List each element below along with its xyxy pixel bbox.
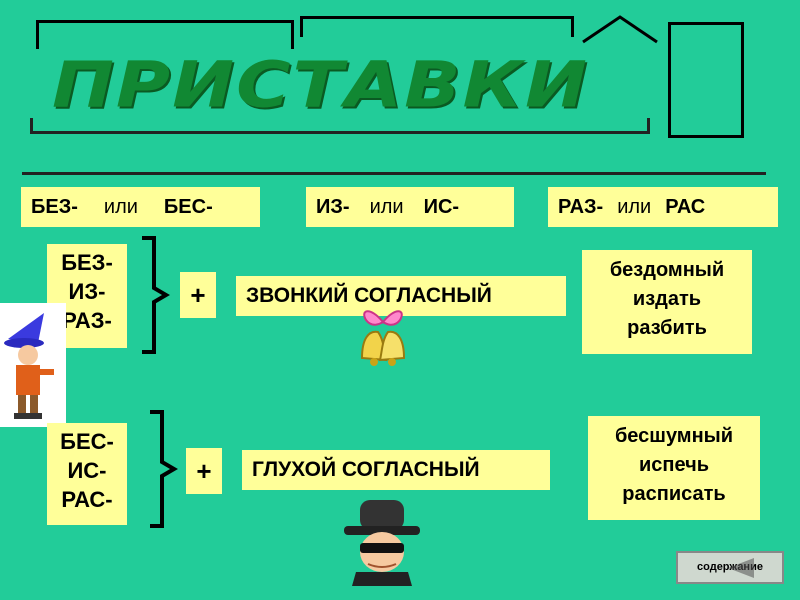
pair-or: или	[617, 195, 652, 218]
voiced-examples: бездомный издать разбить	[582, 250, 752, 354]
base-underline-end	[647, 118, 650, 134]
example-word: расписать	[622, 483, 726, 505]
divider-line	[22, 172, 766, 175]
prefix-item: РАС-	[61, 487, 113, 512]
plus-sign: +	[186, 448, 222, 494]
pair-iz-is: ИЗ- или ИС-	[306, 187, 514, 227]
example-word: разбить	[627, 317, 707, 339]
prefix-item: БЕЗ-	[61, 250, 113, 275]
pair-left: БЕЗ-	[31, 195, 78, 218]
example-word: бесшумный	[614, 425, 734, 447]
arrow-left-icon	[728, 558, 754, 578]
voiceless-consonant-label: ГЛУХОЙ СОГЛАСНЫЙ	[242, 450, 550, 490]
pair-right: ИС-	[423, 195, 460, 218]
voiced-prefixes: БЕЗ- ИЗ- РАЗ-	[47, 244, 127, 348]
example-word: испечь	[638, 454, 710, 476]
wizard-character-icon	[0, 303, 66, 427]
brace-voiced	[142, 236, 170, 354]
base-underline	[30, 118, 33, 134]
base-underline-bar	[30, 131, 650, 134]
page-title: ПРИСТАВКИ	[52, 48, 589, 122]
suffix-mark	[582, 15, 658, 44]
pair-or: или	[103, 195, 138, 218]
pair-right: РАС	[665, 195, 706, 218]
prefix-item: РАЗ-	[62, 308, 112, 333]
voiced-consonant-label: ЗВОНКИЙ СОГЛАСНЫЙ	[236, 276, 566, 316]
pair-raz-ras: РАЗ- или РАС	[548, 187, 778, 227]
prefix-item: ИС-	[67, 458, 107, 483]
voiceless-prefixes: БЕС- ИС- РАС-	[47, 423, 127, 525]
bells-icon	[360, 310, 406, 366]
voiceless-examples: бесшумный испечь расписать	[588, 416, 760, 520]
pair-bez-bes: БЕЗ- или БЕС-	[21, 187, 260, 227]
pair-left: РАЗ-	[558, 195, 604, 218]
root-mark	[300, 16, 574, 37]
example-word: издать	[632, 288, 702, 310]
pair-right: БЕС-	[163, 195, 213, 218]
plus-sign: +	[180, 272, 216, 318]
prefix-mark	[36, 20, 294, 49]
pair-or: или	[369, 195, 404, 218]
spy-character-icon	[344, 500, 420, 586]
ending-mark	[668, 22, 744, 138]
brace-voiceless	[150, 410, 178, 528]
contents-button[interactable]: содержание	[676, 551, 784, 584]
example-word: бездомный	[609, 259, 725, 281]
prefix-item: БЕС-	[60, 429, 114, 454]
pair-left: ИЗ-	[316, 195, 350, 218]
prefix-item: ИЗ-	[68, 279, 106, 304]
